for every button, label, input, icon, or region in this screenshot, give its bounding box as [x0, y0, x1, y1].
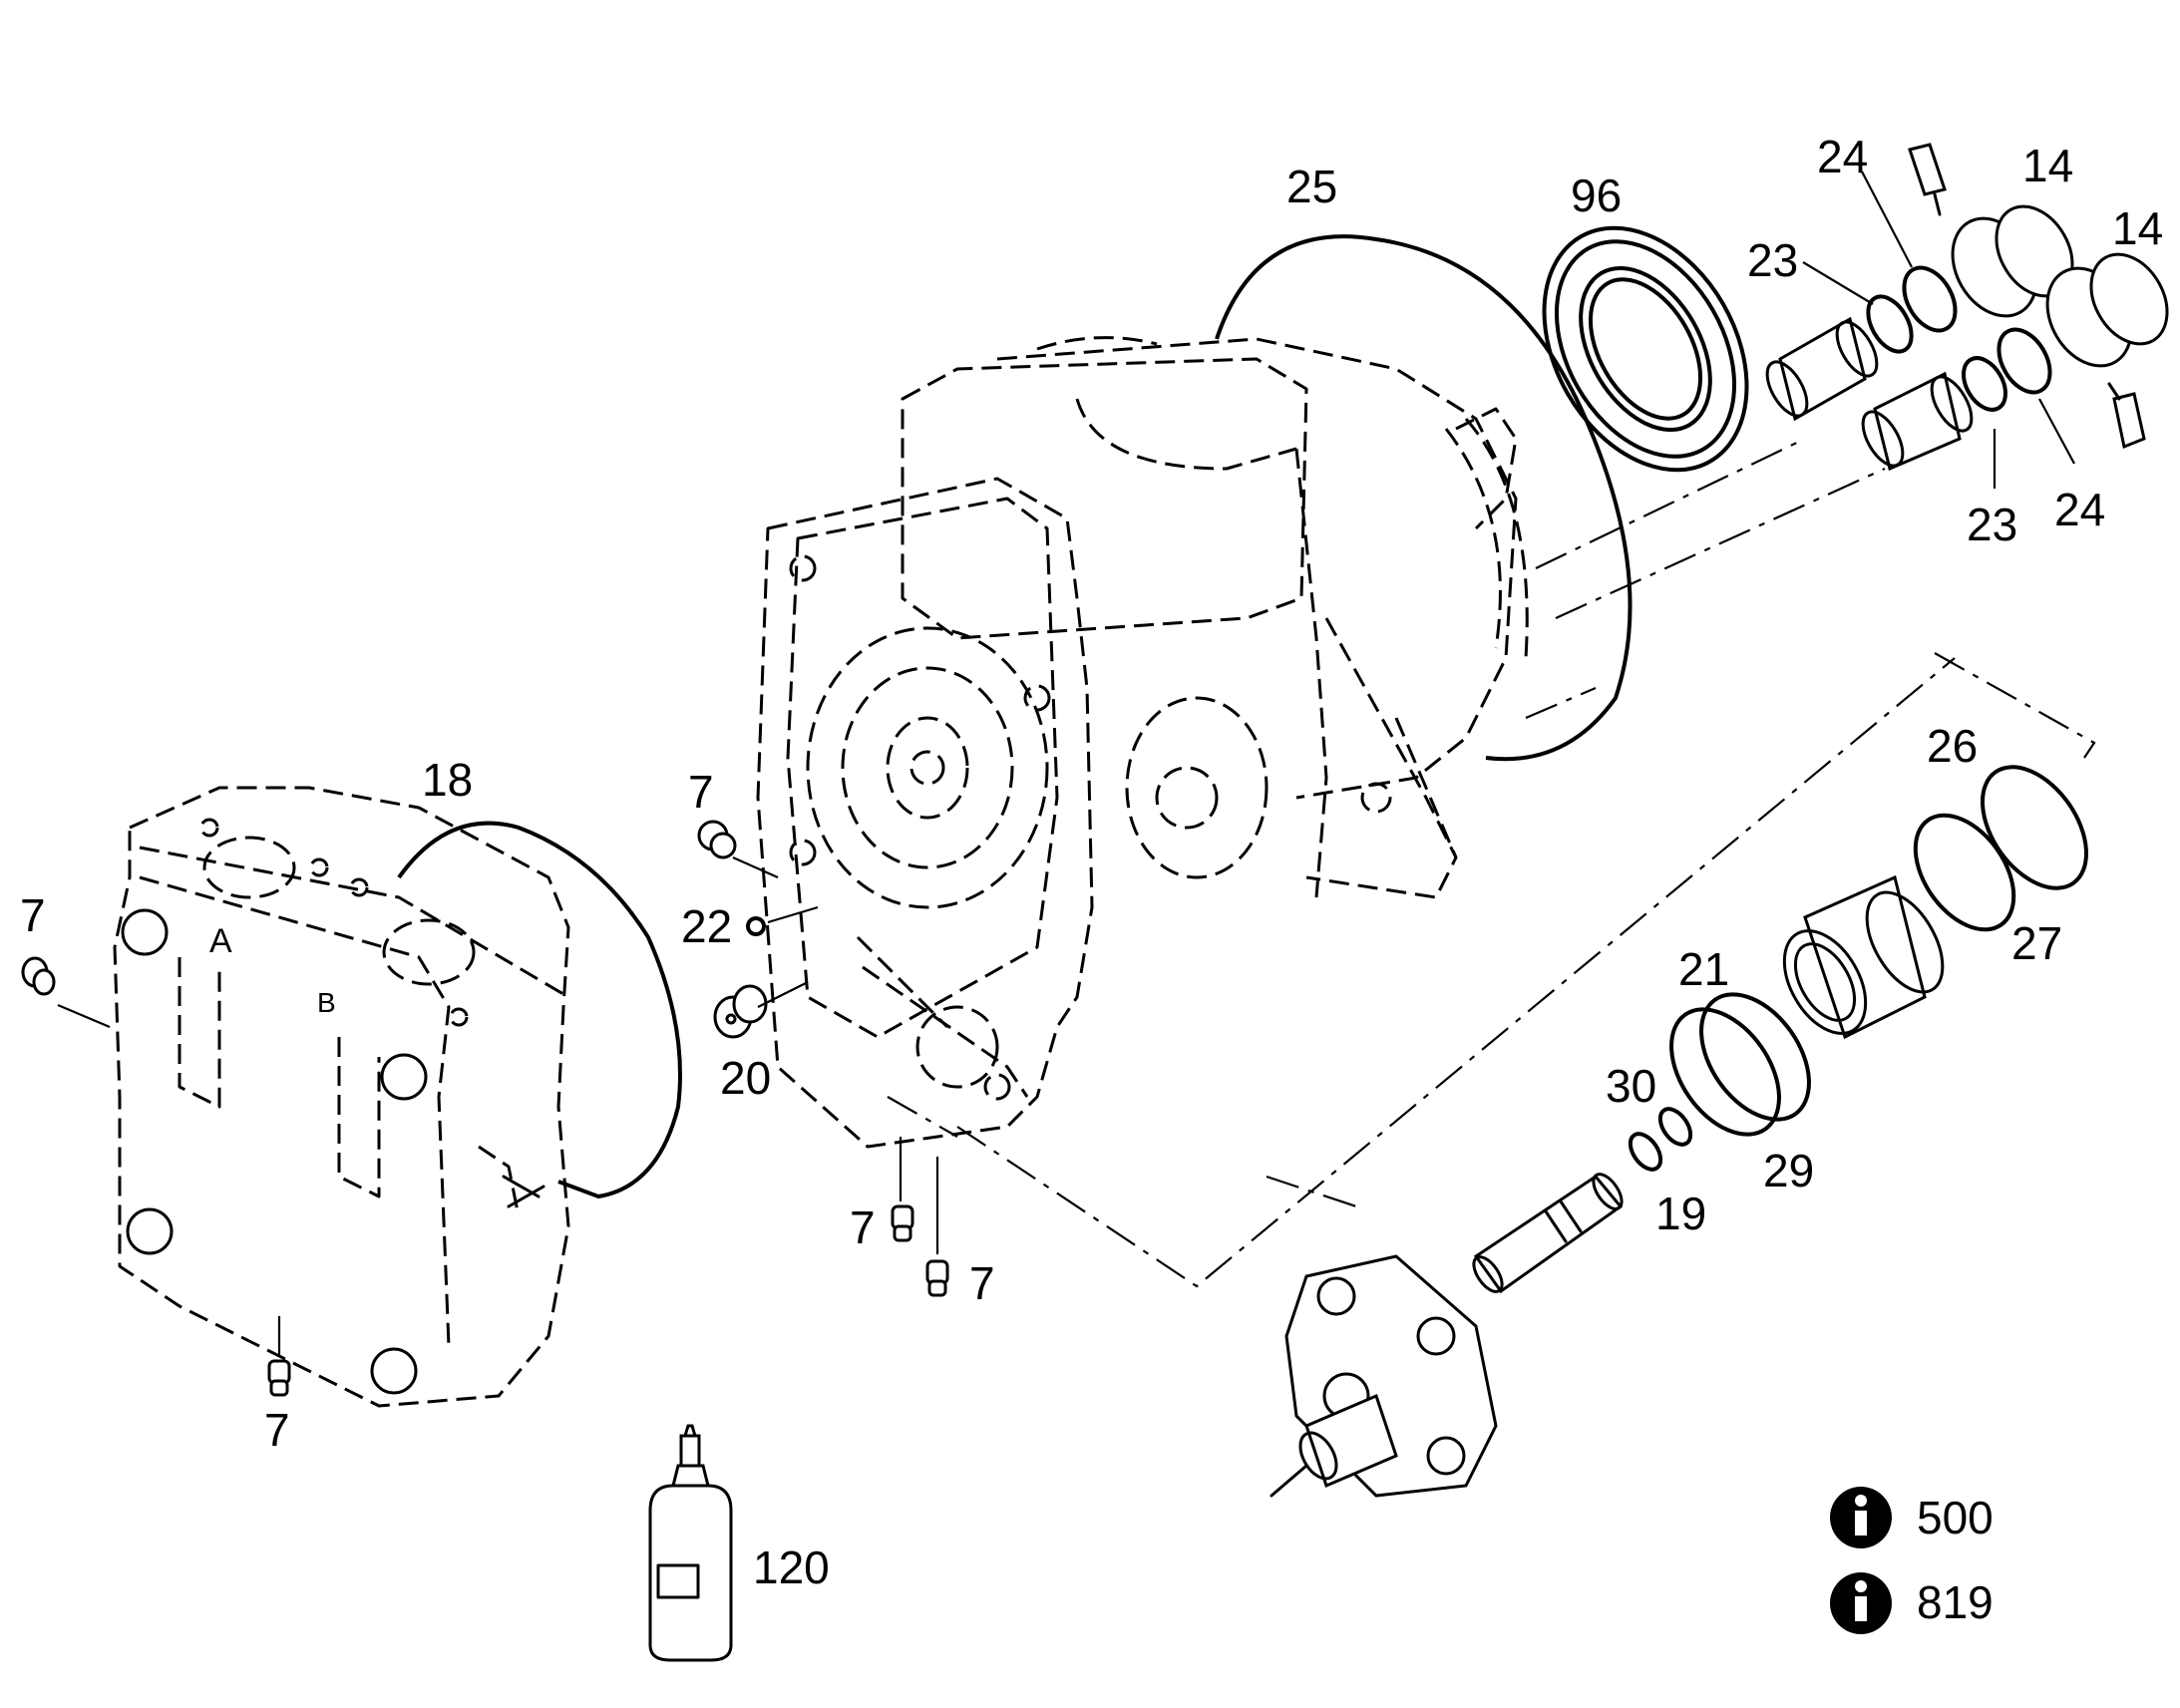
ring-27 — [1913, 813, 2016, 932]
plug-7-cover-bottom — [267, 1359, 291, 1397]
plug-7-housing-low-a — [891, 1204, 914, 1242]
pin-upper — [1908, 143, 1947, 216]
callout-23-lower: 23 — [1967, 499, 2017, 550]
info-ref-number: 500 — [1917, 1492, 1994, 1543]
center-lines — [887, 438, 2096, 1288]
callout-120: 120 — [753, 1541, 830, 1593]
sleeve-23-upper — [1765, 316, 1879, 422]
o-ring-25 — [1215, 234, 1633, 762]
callout-26: 26 — [1927, 720, 1978, 772]
sleeve-23-lower — [1861, 371, 1974, 472]
motor-housing — [756, 336, 1529, 1149]
ring-23-lower — [1962, 356, 2007, 412]
info-ref-number: 819 — [1917, 1576, 1994, 1628]
port-label-a: A — [209, 922, 232, 960]
o-ring-18 — [397, 821, 682, 1199]
callout-labels: 25 96 24 14 14 23 23 24 18 7 7 22 20 26 … — [20, 131, 2163, 1593]
info-icon — [1830, 1572, 1892, 1634]
callout-7-housing: 7 — [688, 766, 714, 818]
ring-21 — [1699, 992, 1811, 1122]
callout-29: 29 — [1763, 1145, 1814, 1196]
callout-23-upper: 23 — [1747, 234, 1798, 286]
ring-24-upper — [1902, 265, 1958, 333]
callout-18: 18 — [422, 754, 473, 806]
plug-7-housing — [697, 820, 737, 859]
callout-27: 27 — [2011, 917, 2062, 969]
callout-24-upper: 24 — [1817, 131, 1868, 182]
plug-20 — [713, 984, 768, 1039]
callout-19: 19 — [1655, 1188, 1706, 1239]
callout-7-housing-low-a: 7 — [850, 1201, 876, 1253]
callout-30: 30 — [1606, 1060, 1656, 1112]
plug-14-lower — [2045, 252, 2169, 368]
shaft-seal-96 — [1542, 225, 1749, 473]
valve-rod — [1472, 1173, 1624, 1294]
ring-26 — [1980, 765, 2089, 890]
plug-7-left — [21, 956, 56, 996]
leader-lines — [57, 171, 2075, 1356]
plug-7-housing-low-b — [925, 1259, 949, 1297]
plug-14-upper — [1951, 204, 2074, 318]
end-cover — [113, 786, 570, 1408]
callout-20: 20 — [720, 1052, 771, 1104]
callout-7-housing-low-b: 7 — [969, 1257, 995, 1309]
callout-14-upper: 14 — [2022, 140, 2073, 191]
callout-14-lower: 14 — [2112, 202, 2163, 254]
ring-30 — [1657, 1107, 1693, 1147]
flange-cover — [1270, 1254, 1498, 1498]
pin-lower — [2107, 382, 2146, 450]
ring-23-upper — [1866, 294, 1914, 354]
ring-19 — [1628, 1132, 1663, 1172]
port-label-b: B — [317, 987, 336, 1018]
info-ref-819: 819 — [1830, 1572, 1994, 1634]
washer-22 — [746, 916, 766, 936]
callout-21: 21 — [1678, 943, 1729, 995]
callout-25: 25 — [1286, 161, 1337, 212]
ring-29 — [1669, 1007, 1781, 1137]
callout-7-left: 7 — [20, 889, 46, 941]
callout-24-lower: 24 — [2054, 484, 2105, 535]
ring-24-lower — [1997, 327, 2052, 395]
adhesive-bottle-120 — [648, 1424, 733, 1662]
piston-spool — [1782, 874, 1945, 1040]
callout-7-cover-bottom: 7 — [264, 1404, 290, 1456]
info-ref-500: 500 — [1830, 1487, 1994, 1548]
info-icon — [1830, 1487, 1892, 1548]
callout-96: 96 — [1571, 170, 1622, 221]
callout-22: 22 — [681, 900, 732, 952]
